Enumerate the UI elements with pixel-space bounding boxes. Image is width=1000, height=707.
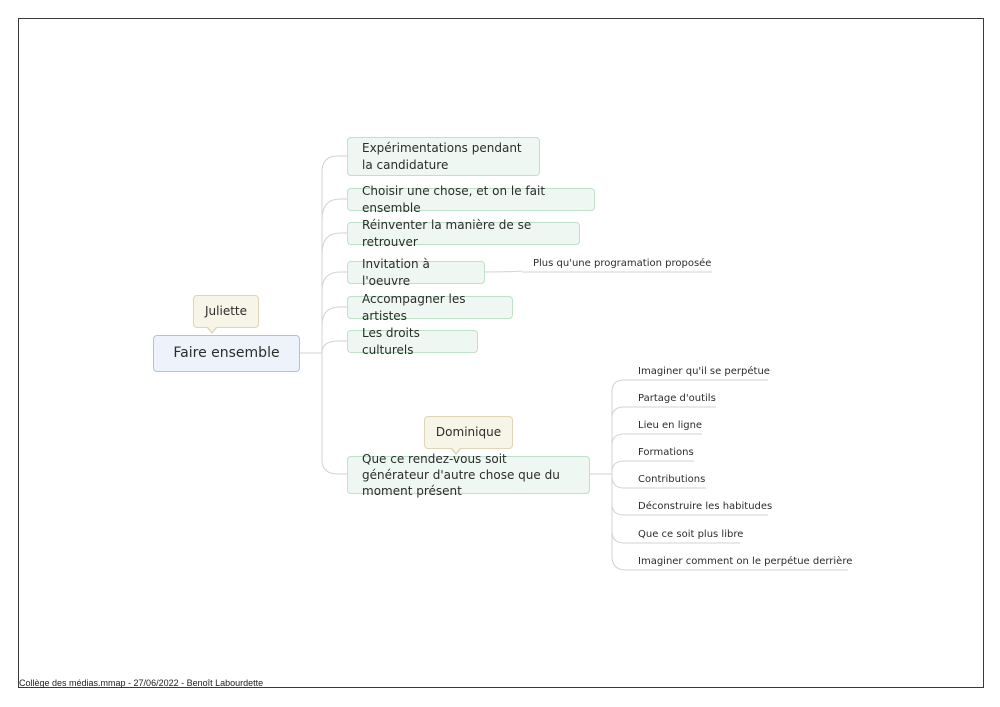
branch-experimentations[interactable]: Expérimentations pendant la candidature <box>347 137 540 176</box>
subtopic-item[interactable]: Partage d'outils <box>638 393 716 404</box>
subtopic-item[interactable]: Formations <box>638 447 694 458</box>
subtopic-item[interactable]: Imaginer comment on le perpétue derrière <box>638 556 853 567</box>
callout-juliette-label: Juliette <box>205 304 247 319</box>
branch-choisir[interactable]: Choisir une chose, et on le fait ensembl… <box>347 184 595 215</box>
branch-droits-culturels[interactable]: Les droits culturels <box>347 326 478 357</box>
branch-reinventer[interactable]: Réinventer la manière de se retrouver <box>347 218 580 249</box>
footer-caption: Collège des médias.mmap - 27/06/2022 - B… <box>19 678 264 688</box>
branch-label: Les droits culturels <box>362 326 420 357</box>
root-topic-label: Faire ensemble <box>173 345 280 362</box>
branch-label: Accompagner les artistes <box>362 292 466 323</box>
callout-dominique[interactable]: Dominique <box>424 416 513 449</box>
callout-dominique-label: Dominique <box>435 425 502 440</box>
page-frame <box>18 18 984 688</box>
branch-rendez-vous[interactable]: Que ce rendez-vous soit générateur d'aut… <box>347 452 590 498</box>
branch-label: Invitation à l'oeuvre <box>362 257 430 288</box>
subtopic-item[interactable]: Lieu en ligne <box>638 420 703 431</box>
connector-branch-2 <box>321 198 347 221</box>
connector-branch-1 <box>321 155 347 353</box>
branch-accompagner[interactable]: Accompagner les artistes <box>347 292 513 323</box>
callout-dominique-tail <box>451 448 461 455</box>
connector-branch-7 <box>321 353 347 475</box>
callout-juliette-tail <box>207 327 217 334</box>
connector-branch-5 <box>321 306 347 326</box>
connector-invitation-note <box>484 270 523 273</box>
connector-branch-3 <box>321 232 347 255</box>
subtopic-item[interactable]: Que ce soit plus libre <box>638 529 744 540</box>
branch-label: Réinventer la manière de se retrouver <box>362 218 532 249</box>
branch-label: Que ce rendez-vous soit générateur d'aut… <box>362 451 560 499</box>
connector-branch-4 <box>321 271 347 292</box>
subtopic-item[interactable]: Déconstruire les habitudes <box>638 501 773 512</box>
branch-label: Choisir une chose, et on le fait ensembl… <box>362 184 546 215</box>
branch-label: Expérimentations pendant la candidature <box>362 141 522 172</box>
connector-branch-6 <box>321 340 347 354</box>
invitation-note[interactable]: Plus qu'une programation proposée <box>533 258 712 269</box>
branch-invitation[interactable]: Invitation à l'oeuvre <box>347 257 485 288</box>
root-topic[interactable]: Faire ensemble <box>153 335 300 372</box>
subtopic-item[interactable]: Imaginer qu'il se perpétue <box>638 366 770 377</box>
subtopic-item[interactable]: Contributions <box>638 474 706 485</box>
callout-juliette[interactable]: Juliette <box>193 295 259 328</box>
